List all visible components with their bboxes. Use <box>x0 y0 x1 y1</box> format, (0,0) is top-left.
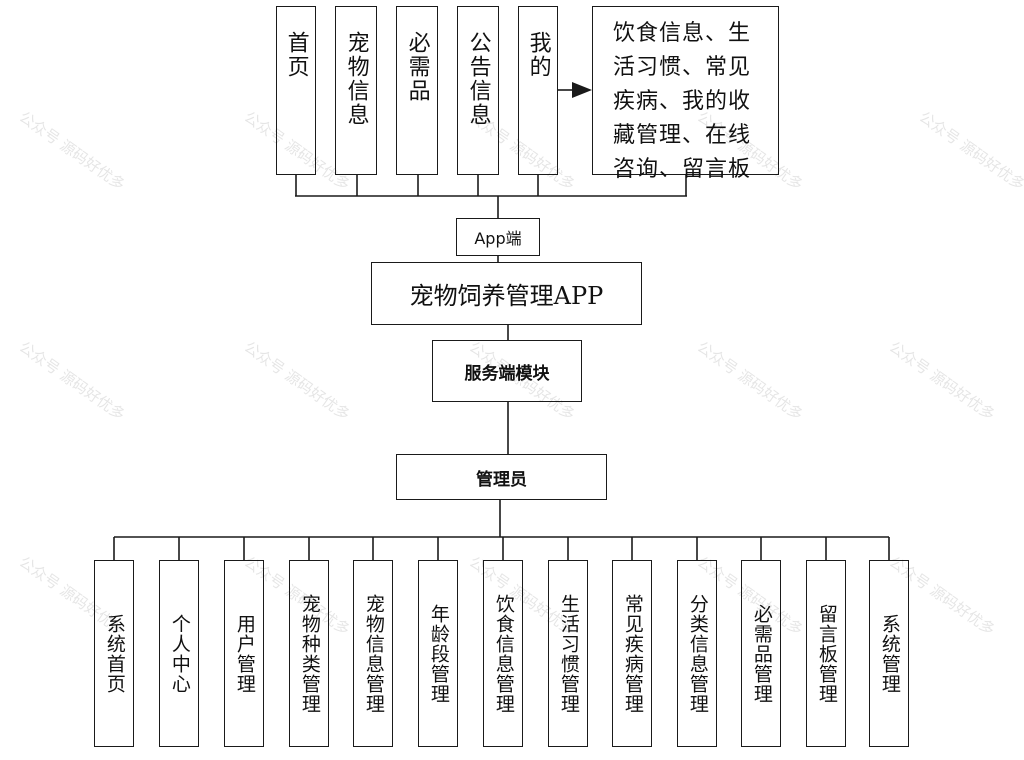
func-label-pet-type-mgmt: 宠物种类管理 <box>298 593 321 714</box>
func-box-necessities-mgmt: 必需品管理 <box>741 560 781 747</box>
func-box-disease-mgmt: 常见疾病管理 <box>612 560 652 747</box>
nav-label-mine: 我的 <box>525 31 551 79</box>
func-box-age-group-mgmt: 年龄段管理 <box>418 560 458 747</box>
func-label-diet-info-mgmt: 饮食信息管理 <box>492 593 515 714</box>
func-box-message-board-mgmt: 留言板管理 <box>806 560 846 747</box>
func-label-category-mgmt: 分类信息管理 <box>686 593 709 714</box>
server-module-box: 服务端模块 <box>432 340 582 402</box>
func-label-user-mgmt: 用户管理 <box>233 613 256 694</box>
nav-box-home: 首页 <box>276 6 316 175</box>
app-end-label: App端 <box>474 229 522 248</box>
func-label-necessities-mgmt: 必需品管理 <box>750 603 773 704</box>
func-box-system-mgmt: 系统管理 <box>869 560 909 747</box>
server-module-label: 服务端模块 <box>464 363 550 384</box>
func-label-age-group-mgmt: 年龄段管理 <box>427 603 450 704</box>
nav-label-home: 首页 <box>283 31 309 79</box>
system-title-box: 宠物饲养管理APP <box>371 262 642 325</box>
mine-details-box: 饮食信息、生活习惯、常见疾病、我的收藏管理、在线咨询、留言板 <box>592 6 779 182</box>
func-label-personal-center: 个人中心 <box>168 613 191 694</box>
func-label-system-home: 系统首页 <box>103 613 126 694</box>
func-label-system-mgmt: 系统管理 <box>878 613 901 694</box>
func-box-system-home: 系统首页 <box>94 560 134 747</box>
func-box-personal-center: 个人中心 <box>159 560 199 747</box>
system-title: 宠物饲养管理APP <box>409 282 604 310</box>
nav-box-mine: 我的 <box>518 6 558 175</box>
func-box-category-mgmt: 分类信息管理 <box>677 560 717 747</box>
nav-label-announcements: 公告信息 <box>465 31 491 127</box>
mine-details-text: 饮食信息、生活习惯、常见疾病、我的收藏管理、在线咨询、留言板 <box>613 21 752 182</box>
func-box-pet-type-mgmt: 宠物种类管理 <box>289 560 329 747</box>
admin-box: 管理员 <box>396 454 607 500</box>
func-label-message-board-mgmt: 留言板管理 <box>815 603 838 704</box>
nav-box-pet-info: 宠物信息 <box>335 6 377 175</box>
nav-box-announcements: 公告信息 <box>457 6 499 175</box>
func-box-habit-mgmt: 生活习惯管理 <box>548 560 588 747</box>
func-box-diet-info-mgmt: 饮食信息管理 <box>483 560 523 747</box>
admin-label: 管理员 <box>476 469 527 490</box>
func-box-user-mgmt: 用户管理 <box>224 560 264 747</box>
nav-label-necessities: 必需品 <box>404 31 430 103</box>
func-label-habit-mgmt: 生活习惯管理 <box>557 593 580 714</box>
nav-box-necessities: 必需品 <box>396 6 438 175</box>
func-label-disease-mgmt: 常见疾病管理 <box>621 593 644 714</box>
func-label-pet-info-mgmt: 宠物信息管理 <box>362 593 385 714</box>
func-box-pet-info-mgmt: 宠物信息管理 <box>353 560 393 747</box>
app-end-box: App端 <box>456 218 540 256</box>
nav-label-pet-info: 宠物信息 <box>343 31 369 127</box>
arrow-head-icon <box>572 82 592 98</box>
